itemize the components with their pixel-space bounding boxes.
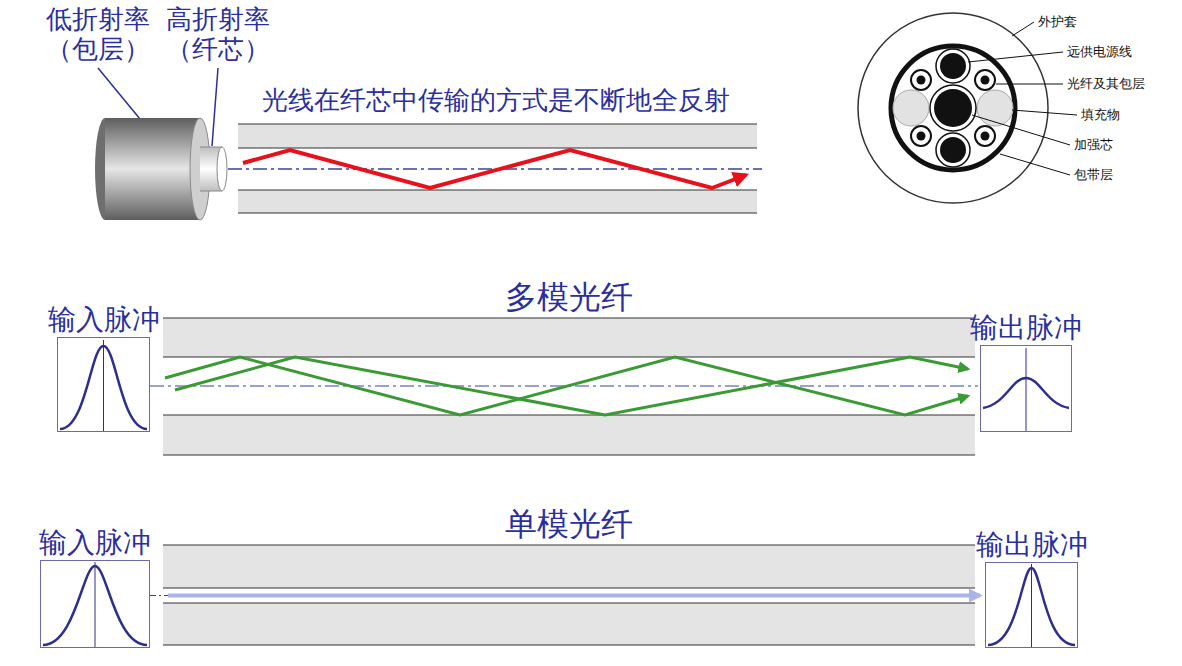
pulse-label: 输出脉冲 (976, 529, 1088, 561)
band-line (163, 415, 975, 416)
label-holder: 高折射率 （纤芯） (158, 4, 278, 64)
leader-line (212, 68, 218, 146)
cladding-cylinder (105, 118, 200, 220)
fiber-band: 单模光纤 (163, 545, 975, 645)
part-label: 填充物 (1081, 106, 1120, 124)
heading-holder: 输出脉冲 (976, 529, 1088, 561)
light-ray (243, 150, 746, 188)
power-line-sheath (936, 133, 970, 167)
band-line (238, 213, 757, 214)
part-label: 低折射率 （包层） (38, 4, 158, 64)
label-holder: 外护套 (1038, 13, 1077, 31)
leader-line (1012, 110, 1077, 115)
part-label: 外护套 (1038, 13, 1077, 31)
light-ray (168, 594, 980, 598)
core-face (217, 147, 227, 191)
tape-layer (891, 46, 1015, 170)
core-edge (200, 191, 222, 192)
band-line (238, 148, 757, 149)
light-ray (165, 357, 968, 415)
note-text: 光线在纤芯中传输的方式是不断地全反射 (262, 84, 730, 116)
light-ray (175, 357, 968, 415)
power-line (940, 53, 966, 79)
power-line-sheath (936, 49, 970, 83)
fiber-title: 单模光纤 (505, 506, 633, 543)
pulse-box: 输出脉冲 (980, 345, 1072, 432)
outer-sheath (858, 13, 1048, 203)
pulse-box: 输入脉冲 (40, 560, 150, 648)
filler (977, 90, 1013, 126)
label-holder: 填充物 (1081, 106, 1120, 124)
band-line (163, 645, 975, 646)
label-holder: 包带层 (1074, 166, 1113, 184)
leader-line (996, 84, 1063, 85)
leader-lines (968, 22, 1077, 175)
strength-core-sheath (930, 85, 976, 131)
leader-line (972, 115, 1070, 145)
fiber (917, 76, 926, 85)
pulse-axis (95, 562, 96, 648)
pulse-box: 输入脉冲 (57, 337, 150, 432)
label-holder: 低折射率 （包层） (38, 4, 158, 64)
label-holder: 加强芯 (1074, 136, 1113, 154)
leader-line (98, 68, 140, 119)
band-line (163, 357, 975, 358)
core-edge (200, 147, 222, 148)
band-line (163, 455, 975, 456)
filler (893, 90, 929, 126)
fiber (981, 132, 990, 141)
heading-holder: 输出脉冲 (970, 312, 1082, 344)
part-label: 包带层 (1074, 166, 1113, 184)
power-line (940, 137, 966, 163)
axis-line (150, 595, 170, 596)
band-line (163, 318, 975, 319)
heading-holder: 单模光纤 (505, 506, 633, 543)
label-holder: 光纤及其包层 (1067, 75, 1145, 93)
pulse-axis (1031, 564, 1032, 648)
fiber-cladding (911, 126, 931, 146)
pulse-box: 输出脉冲 (985, 562, 1078, 648)
fiber-cladding (975, 126, 995, 146)
fiber-cladding (911, 70, 931, 90)
label-holder: 远供电源线 (1067, 43, 1132, 61)
band-line (238, 190, 757, 191)
leader-line (1000, 154, 1070, 175)
heading-holder: 输入脉冲 (48, 304, 160, 336)
heading-holder: 输入脉冲 (39, 527, 151, 559)
leader-line (968, 52, 1063, 62)
part-label: 远供电源线 (1067, 43, 1132, 61)
heading-holder: 多模光纤 (505, 279, 633, 316)
pulse-curve (983, 378, 1069, 408)
fiber (917, 132, 926, 141)
pulse-label: 输入脉冲 (48, 304, 160, 336)
fiber-cladding (975, 70, 995, 90)
band-line (163, 603, 975, 604)
part-label: 高折射率 （纤芯） (158, 4, 278, 64)
band-line (163, 545, 975, 546)
band-line (163, 588, 975, 589)
label-holder: 光线在纤芯中传输的方式是不断地全反射 (262, 84, 730, 116)
pulse-curve (988, 568, 1075, 645)
part-label: 光纤及其包层 (1067, 75, 1145, 93)
pulse-axis (1026, 348, 1027, 432)
band-line (238, 124, 757, 125)
part-label: 加强芯 (1074, 136, 1113, 154)
leader-line (1012, 22, 1034, 36)
pulse-label: 输入脉冲 (39, 527, 151, 559)
pulse-axis (103, 340, 104, 432)
pulse-curve (60, 346, 147, 429)
fiber-title: 多模光纤 (505, 279, 633, 316)
fiber-band: 多模光纤 (163, 318, 975, 455)
pulse-curve (43, 566, 147, 645)
fiber (981, 76, 990, 85)
strength-core (934, 89, 972, 127)
pulse-label: 输出脉冲 (970, 312, 1082, 344)
